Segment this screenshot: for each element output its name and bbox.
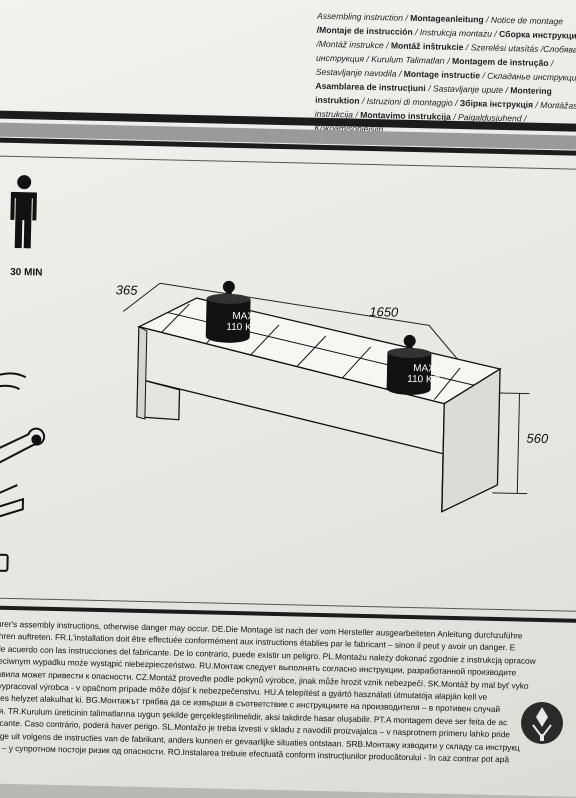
content-top-rule <box>0 155 576 171</box>
title-segment: Збірка інструкція <box>459 98 534 110</box>
title-segment: Montage instructie <box>403 68 481 81</box>
dimension-height: 560 <box>526 430 549 447</box>
assembly-time-label: 30 MIN <box>10 266 43 279</box>
title-segment: / Notice de montage <box>483 14 564 27</box>
title-segment: Montageanleitung <box>410 12 484 25</box>
title-segment: / Sastavljanje upute / <box>425 83 511 96</box>
title-segment: /Montaje de instrucción <box>316 24 413 37</box>
title-segment: / Kurulum Talimatları / <box>363 53 453 66</box>
title-segment: Montáž inštrukcie <box>390 40 464 53</box>
weight-label-left: MAX 110 KG <box>216 311 270 334</box>
title-segment: Asamblarea de instrucțiuni <box>315 80 426 94</box>
title-segment: Assembling instruction <box>316 10 404 23</box>
title-segment: / Istruzioni di montaggio / <box>359 95 460 109</box>
title-segment: Сборка инструкция <box>499 28 576 41</box>
title-segment: / Складанье инструкцију / <box>482 70 576 83</box>
weight-kg-left: 110 KG <box>226 321 260 334</box>
brand-logo-icon <box>521 702 563 744</box>
weight-icon-right <box>386 334 432 395</box>
weight-icon-left <box>205 280 251 343</box>
tools-illustration <box>0 372 46 572</box>
title-segment: /Montáž instrukce / <box>316 38 392 51</box>
title-segment: / Instrukcja montażu / <box>412 26 500 39</box>
person-icon <box>10 175 37 249</box>
weight-label-right: MAX 110 KG <box>397 363 451 386</box>
bench-diagram <box>122 280 530 513</box>
dimension-length: 1650 <box>369 304 399 320</box>
weight-kg-right: 110 KG <box>407 373 441 386</box>
dimension-depth: 365 <box>115 282 138 298</box>
title-segment: Montagem de instrução <box>451 55 549 69</box>
